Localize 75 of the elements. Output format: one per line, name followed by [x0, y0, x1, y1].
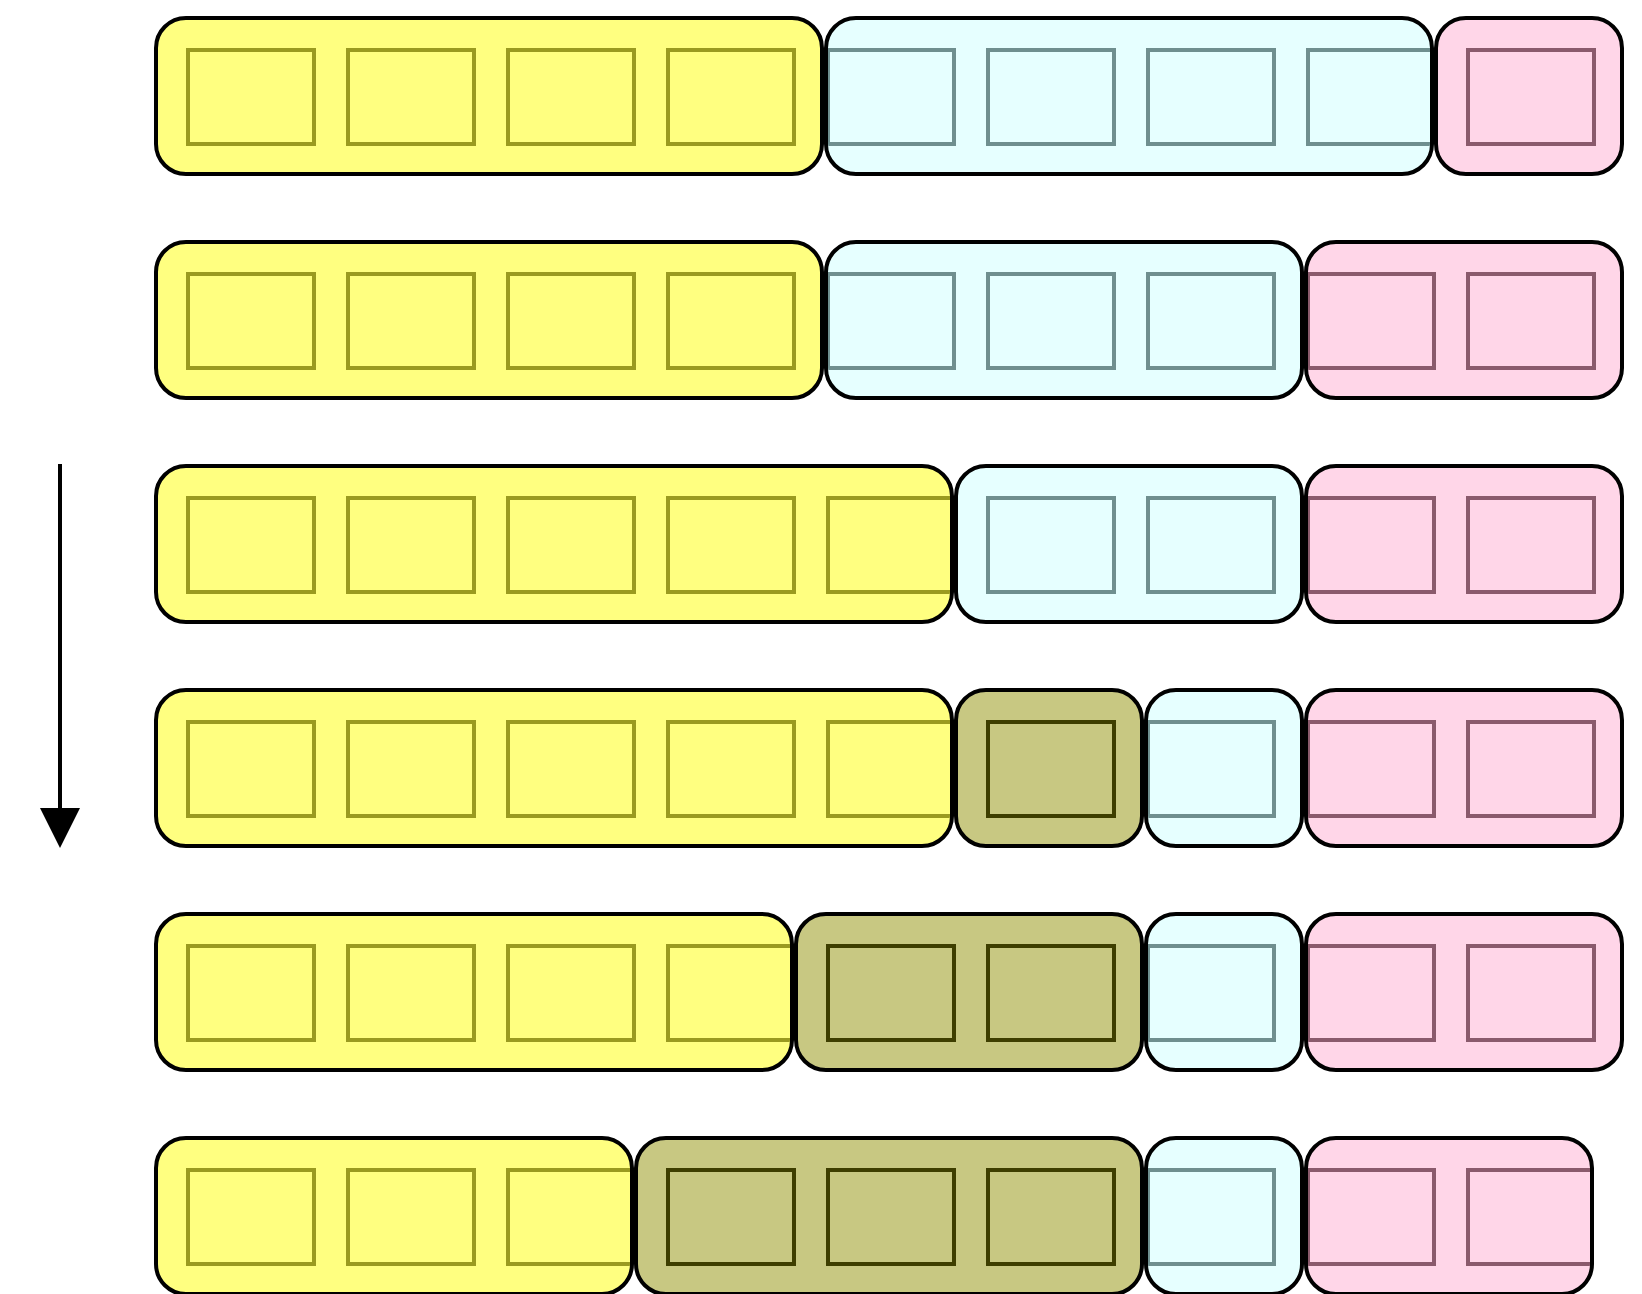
slot-square	[1148, 720, 1276, 818]
slot-square	[1308, 944, 1436, 1042]
slot-square	[506, 720, 636, 818]
slot-square	[986, 272, 1116, 370]
slot-square	[346, 272, 476, 370]
slot-square	[828, 272, 956, 370]
segment-band	[634, 1136, 1144, 1294]
slot-square	[506, 272, 636, 370]
slot-square	[1466, 272, 1596, 370]
slot-square	[666, 496, 796, 594]
segment-band	[154, 464, 954, 624]
slot-square	[1146, 48, 1276, 146]
segment-band	[1304, 912, 1624, 1072]
slot-square	[826, 944, 956, 1042]
slot-square	[186, 48, 316, 146]
slot-square	[346, 720, 476, 818]
slot-square	[186, 720, 316, 818]
segment-band	[1144, 1136, 1304, 1294]
slot-square	[1148, 944, 1276, 1042]
slot-square	[666, 720, 796, 818]
segment-band	[154, 1136, 634, 1294]
slot-square	[666, 272, 796, 370]
slot-square	[986, 48, 1116, 146]
slot-square	[666, 944, 790, 1042]
slot-square	[1466, 720, 1596, 818]
segment-band	[1304, 240, 1624, 400]
segment-band	[1434, 16, 1624, 176]
segment-band	[154, 16, 824, 176]
slot-square	[1306, 48, 1430, 146]
slot-square	[186, 272, 316, 370]
slot-square	[666, 48, 796, 146]
slot-square	[666, 1168, 796, 1266]
segment-band	[824, 240, 1304, 400]
slot-square	[986, 496, 1116, 594]
slot-square	[1466, 944, 1596, 1042]
segment-band	[1144, 912, 1304, 1072]
segment-band	[954, 464, 1304, 624]
slot-square	[1466, 1168, 1590, 1266]
slot-square	[826, 496, 950, 594]
slot-square	[506, 496, 636, 594]
slot-square	[186, 1168, 316, 1266]
slot-square	[1148, 1168, 1276, 1266]
slot-square	[186, 496, 316, 594]
slot-square	[506, 1168, 630, 1266]
segment-band	[794, 912, 1144, 1072]
segment-band	[1304, 1136, 1594, 1294]
slot-square	[346, 944, 476, 1042]
slot-square	[1466, 496, 1596, 594]
slot-square	[1308, 720, 1436, 818]
slot-square	[346, 1168, 476, 1266]
slot-square	[346, 48, 476, 146]
slot-square	[826, 720, 950, 818]
slot-square	[828, 48, 956, 146]
slot-square	[1308, 272, 1436, 370]
segment-band	[154, 688, 954, 848]
slot-square	[506, 48, 636, 146]
segment-band	[154, 240, 824, 400]
segment-band	[824, 16, 1434, 176]
segment-band	[1144, 688, 1304, 848]
slot-square	[346, 496, 476, 594]
slot-square	[1146, 272, 1276, 370]
slot-square	[826, 1168, 956, 1266]
slot-square	[1308, 496, 1436, 594]
slot-square	[506, 944, 636, 1042]
slot-square	[1146, 496, 1276, 594]
segment-band	[954, 688, 1144, 848]
slot-square	[986, 720, 1116, 818]
segment-band	[1304, 688, 1624, 848]
slot-square	[186, 944, 316, 1042]
slot-square	[986, 944, 1116, 1042]
segment-band	[1304, 464, 1624, 624]
segment-band	[154, 912, 794, 1072]
slot-square	[1466, 48, 1596, 146]
slot-square	[1308, 1168, 1436, 1266]
slot-square	[986, 1168, 1116, 1266]
